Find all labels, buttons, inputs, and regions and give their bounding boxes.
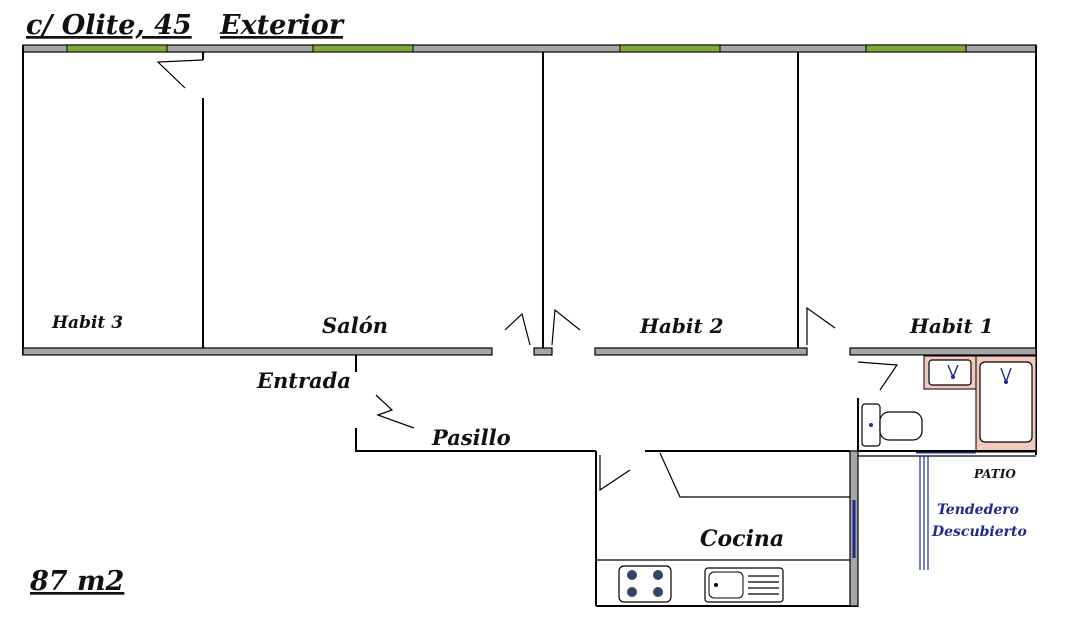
room-label-tendedero: Tendedero [937,502,1019,518]
bathtub-icon [979,361,1033,443]
room-label-salon: Salón [322,313,388,338]
window-habit2 [619,44,721,53]
sink-icon [704,567,784,603]
door-swing-icon [551,308,581,346]
address-label: c/ Olite, 45 [26,10,192,41]
window-habit1 [865,44,967,53]
door-swing-icon [375,394,415,429]
door-swing-icon [857,361,899,391]
room-label-habit1: Habit 1 [909,314,994,338]
room-label-habit3: Habit 3 [51,313,123,333]
room-label-entrada: Entrada [256,368,351,393]
interior-wall-rooms-c [594,347,808,356]
interior-wall-rooms-b [533,347,553,356]
stove-icon [618,565,672,603]
room-label-habit2: Habit 2 [639,314,724,338]
room-label-pasillo: Pasillo [431,425,511,450]
door-swing-icon [156,59,204,89]
interior-wall-rooms-d [849,347,1037,356]
area-label: 87 m2 [29,566,124,597]
washbasin-icon [928,359,972,386]
hallway-wall-lower [355,428,596,452]
room-label-patio: PATIO [973,467,1016,481]
room-label-cocina: Cocina [700,526,784,552]
toilet-icon [861,403,923,447]
window-salon [312,44,414,53]
kitchen-partition [659,452,850,498]
room-label-descubierto: Descubierto [931,524,1027,540]
orientation-label: Exterior [219,10,345,41]
interior-wall-rooms-a [22,347,493,356]
door-swing-icon [806,306,836,345]
door-swing-icon [504,312,531,346]
clothesline-icon [919,456,929,570]
window-habit3 [66,44,168,53]
door-swing-icon [599,455,631,492]
